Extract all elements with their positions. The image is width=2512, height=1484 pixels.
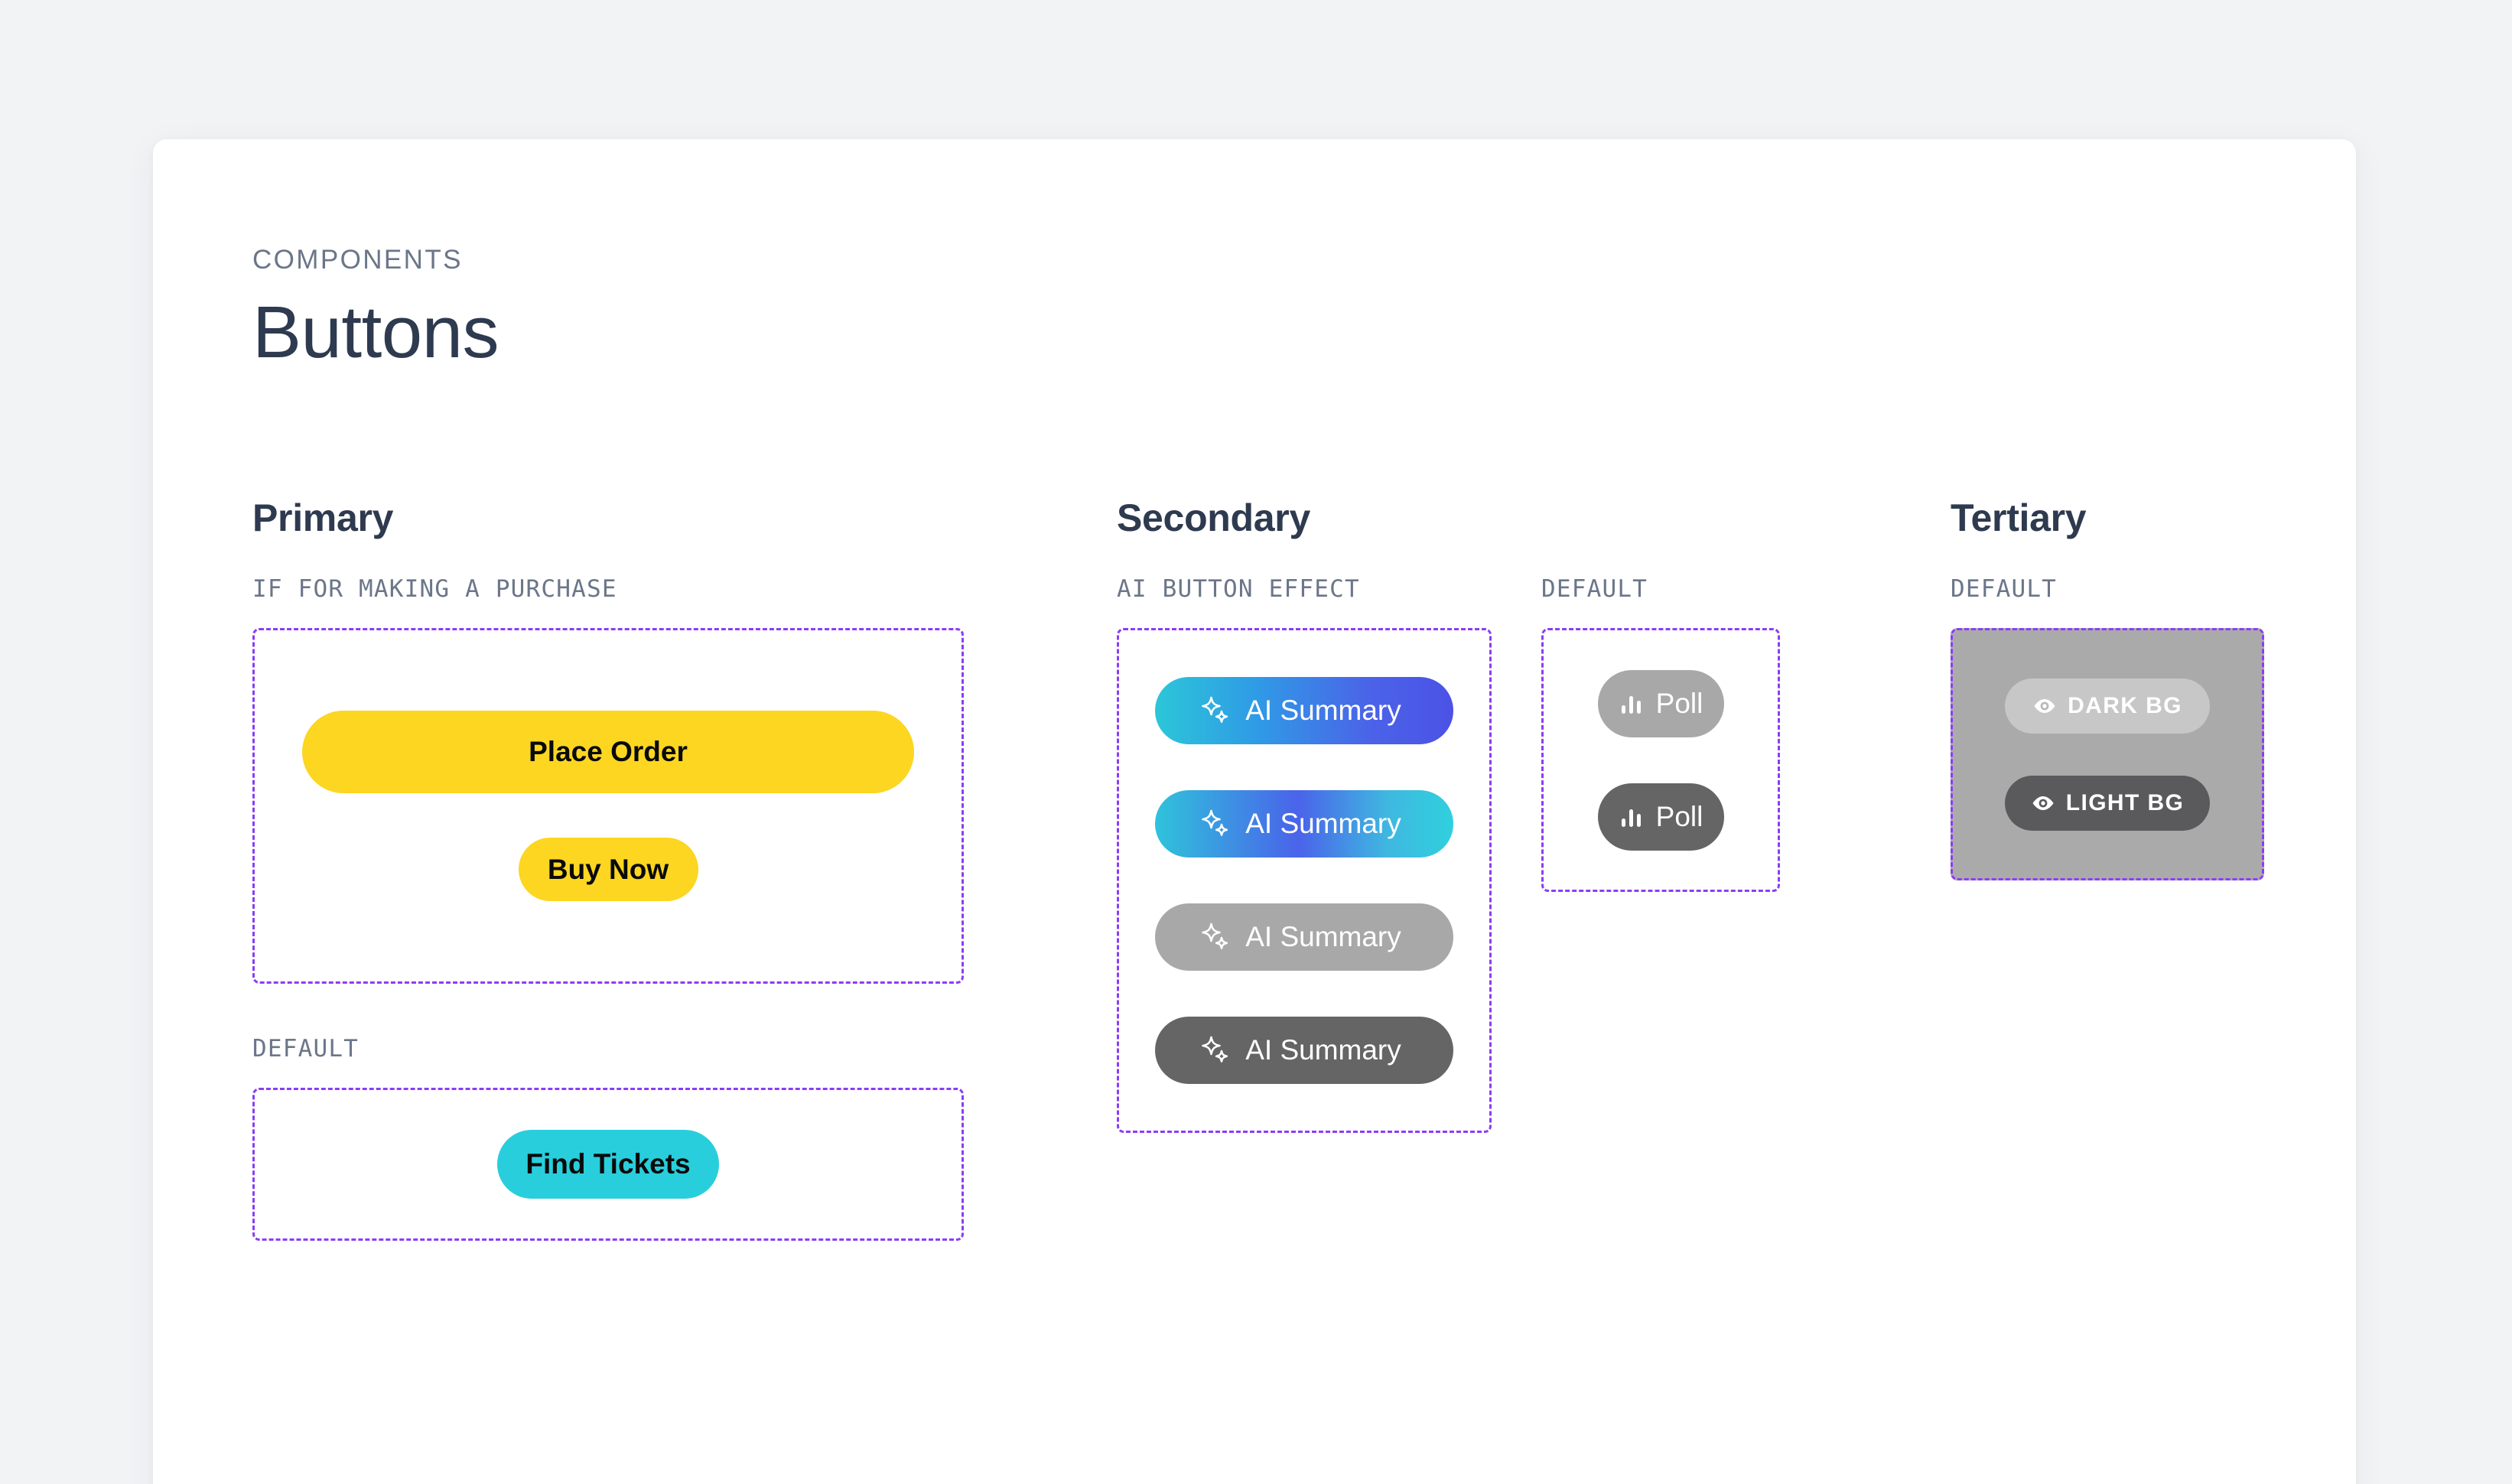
secondary-groups-row: AI BUTTON EFFECT AI Summary — [1117, 578, 1951, 1133]
light-bg-label: LIGHT BG — [2065, 789, 2185, 815]
column-heading-primary: Primary — [252, 496, 394, 539]
sparkle-icon — [1199, 921, 1232, 953]
column-primary: Primary IF FOR MAKING A PURCHASE Place O… — [252, 499, 1117, 1241]
spec-frame-primary-default: Find Tickets — [252, 1088, 964, 1241]
ai-summary-label: AI Summary — [1245, 921, 1401, 952]
group-tertiary-default: DEFAULT DARK BG — [1951, 578, 2310, 880]
page-title: Buttons — [252, 291, 499, 373]
poll-label: Poll — [1655, 687, 1703, 719]
page-header: COMPONENTS Buttons — [252, 246, 499, 373]
ai-summary-button-gray-light[interactable]: AI Summary — [1155, 903, 1453, 971]
column-secondary: Secondary AI BUTTON EFFECT — [1117, 499, 1951, 1133]
group-label-ai-button-effect: AI BUTTON EFFECT — [1117, 575, 1360, 603]
dark-bg-label: DARK BG — [2068, 692, 2182, 718]
bar-chart-icon — [1619, 804, 1645, 830]
breadcrumb-eyebrow: COMPONENTS — [252, 245, 463, 275]
ai-summary-label: AI Summary — [1245, 695, 1401, 726]
buy-now-button[interactable]: Buy Now — [518, 838, 698, 901]
group-primary-purchase: IF FOR MAKING A PURCHASE Place Order Buy… — [252, 578, 1117, 984]
ai-summary-label: AI Summary — [1245, 808, 1401, 839]
place-order-button[interactable]: Place Order — [302, 711, 914, 793]
light-bg-button[interactable]: LIGHT BG — [2005, 775, 2210, 831]
group-label-primary-default: DEFAULT — [252, 1035, 360, 1063]
group-label-tertiary-default: DEFAULT — [1951, 575, 2058, 603]
components-card: COMPONENTS Buttons Primary IF FOR MAKING… — [153, 139, 2356, 1484]
group-label-purchase: IF FOR MAKING A PURCHASE — [252, 575, 617, 603]
bar-chart-icon — [1619, 691, 1645, 717]
columns-container: Primary IF FOR MAKING A PURCHASE Place O… — [252, 499, 2318, 1241]
group-secondary-default: DEFAULT Poll — [1541, 578, 1780, 892]
eye-icon — [2031, 791, 2055, 815]
sparkle-icon — [1199, 695, 1232, 727]
group-ai-button-effect: AI BUTTON EFFECT AI Summary — [1117, 578, 1492, 1133]
spec-frame-primary-purchase: Place Order Buy Now — [252, 628, 964, 984]
poll-button-dark[interactable]: Poll — [1597, 783, 1724, 851]
eye-icon — [2032, 694, 2057, 718]
ai-summary-button-gradient-2[interactable]: AI Summary — [1155, 790, 1453, 858]
group-label-secondary-default: DEFAULT — [1541, 575, 1648, 603]
poll-label: Poll — [1655, 800, 1703, 832]
column-heading-secondary: Secondary — [1117, 496, 1310, 539]
poll-button-light[interactable]: Poll — [1597, 669, 1724, 737]
spec-frame-poll-buttons: Poll Poll — [1541, 628, 1780, 892]
sparkle-icon — [1199, 808, 1232, 840]
ai-summary-button-gray-dark[interactable]: AI Summary — [1155, 1017, 1453, 1084]
column-heading-tertiary: Tertiary — [1951, 496, 2087, 539]
column-tertiary: Tertiary DEFAULT DA — [1951, 499, 2310, 880]
spec-frame-ai-buttons: AI Summary AI Summary — [1117, 628, 1492, 1133]
ai-summary-button-gradient-1[interactable]: AI Summary — [1155, 677, 1453, 744]
dark-bg-button[interactable]: DARK BG — [2005, 678, 2210, 734]
sparkle-icon — [1199, 1034, 1232, 1066]
find-tickets-button[interactable]: Find Tickets — [497, 1130, 719, 1199]
spec-frame-tertiary: DARK BG LIGHT BG — [1951, 628, 2264, 880]
ai-summary-label: AI Summary — [1245, 1034, 1401, 1066]
group-primary-default: DEFAULT Find Tickets — [252, 1037, 1117, 1241]
